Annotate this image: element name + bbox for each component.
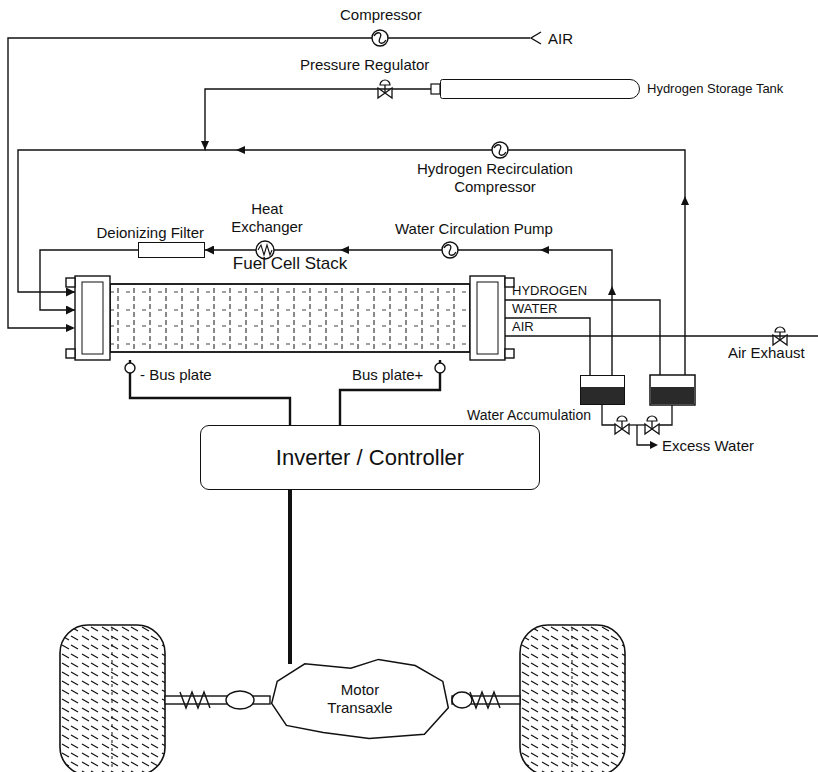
arrowhead: [236, 146, 245, 154]
arrowhead: [340, 246, 349, 254]
node-label: Inverter / Controller: [276, 445, 464, 471]
pressure-regulator-valve: [378, 80, 392, 98]
inverter-controller: Inverter / Controller: [200, 425, 540, 490]
deionizing-filter: Deionizing Filter: [138, 242, 205, 258]
motor-transaxle: Motor Transaxle: [268, 655, 452, 743]
node-label: Deionizing Filter: [96, 224, 204, 242]
drain-lines: [602, 405, 672, 445]
part-label: AIR: [512, 319, 534, 335]
part-label: Air Exhaust: [728, 344, 805, 362]
hydrogen-storage-tank: Hydrogen Storage Tank: [440, 79, 640, 99]
node-label: Motor Transaxle: [320, 681, 400, 717]
flow-connector: [505, 318, 590, 375]
part-label: - Bus plate: [140, 366, 212, 384]
fuel-cell-stack-drawing: [66, 276, 514, 360]
flow-connector: [340, 360, 440, 425]
part-label: HYDROGEN: [512, 283, 587, 299]
outlet-lines: [505, 300, 818, 375]
flow-connector: [288, 490, 292, 664]
arrowhead: [540, 246, 549, 254]
recirculation-compressor-symbol: [492, 142, 508, 158]
node-label: Water Accumulation: [467, 407, 591, 424]
part-label: Heat Exchanger: [222, 200, 312, 236]
drain-valve: [645, 416, 659, 434]
part-label: Hydrogen Recirculation Compressor: [390, 160, 600, 196]
part-label: Pressure Regulator: [300, 56, 429, 74]
compressor-symbol: [372, 30, 388, 46]
drain-valve: [615, 416, 629, 434]
part-label: AIR: [548, 30, 573, 48]
arrowhead: [650, 441, 658, 449]
flow-connector: [130, 360, 290, 425]
part-label: Compressor: [340, 6, 422, 24]
water-accumulation-tank: Water Accumulation: [580, 375, 625, 405]
arrowhead: [201, 141, 209, 150]
node-label: Fuel Cell Stack: [233, 254, 347, 274]
air-exhaust-valve: [773, 327, 787, 345]
node-label: Hydrogen Storage Tank: [647, 81, 783, 97]
part-label: Water Circulation Pump: [395, 220, 553, 238]
arrowhead: [66, 324, 75, 332]
part-label: Excess Water: [662, 437, 754, 455]
part-label: WATER: [512, 301, 558, 317]
part-label: Bus plate+: [352, 366, 423, 384]
arrowhead: [608, 286, 616, 295]
water-pump-symbol: [442, 242, 458, 258]
fuel-cell-stack: Fuel Cell Stack: [75, 276, 505, 360]
arrowhead: [681, 196, 689, 205]
tank-nozzle: [431, 84, 440, 94]
hydrogen-accumulation-tank: [650, 375, 695, 405]
transaxle-housing: [272, 659, 449, 738]
wheels: [60, 625, 625, 772]
flow-connector: [18, 89, 440, 292]
